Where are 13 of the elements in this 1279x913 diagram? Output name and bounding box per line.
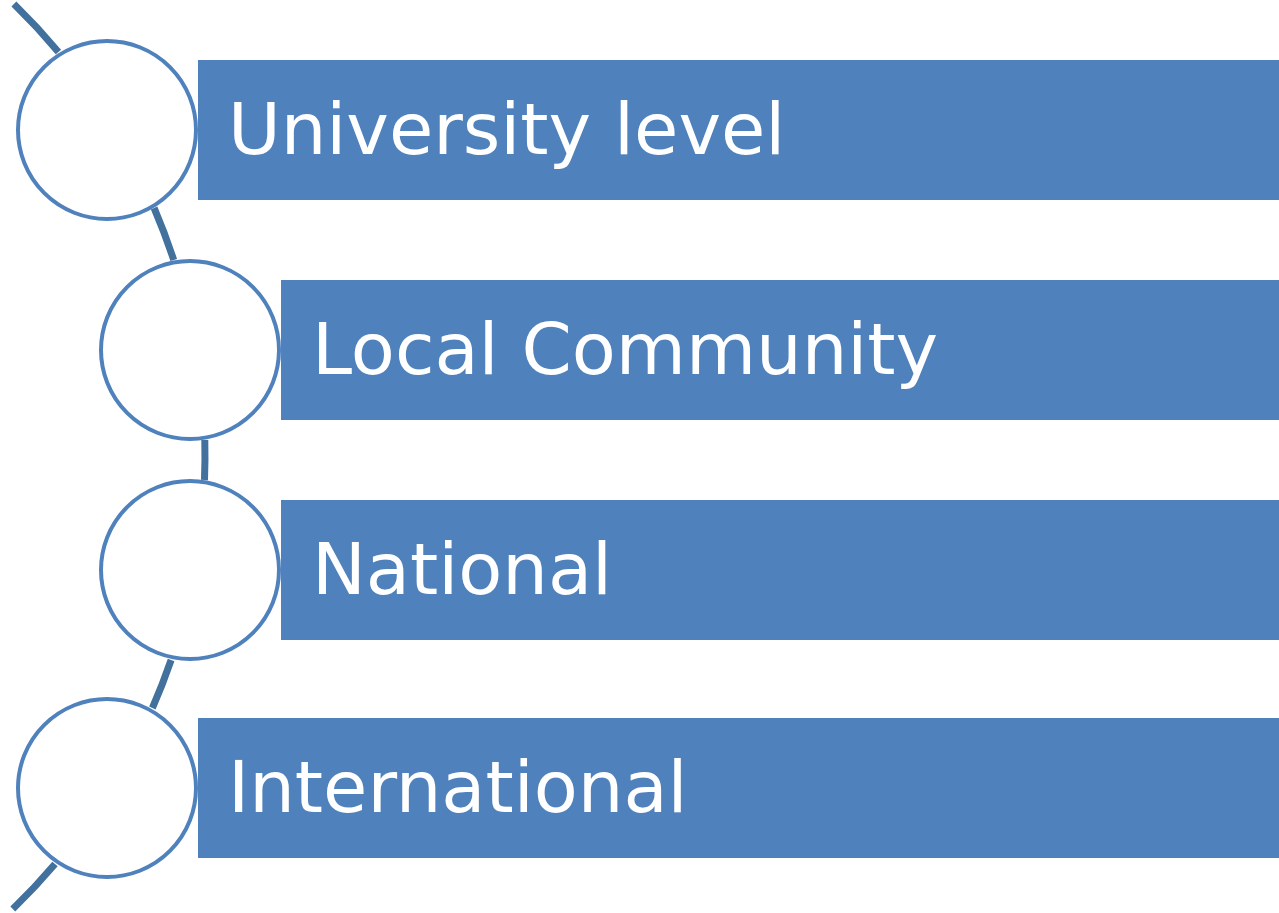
arc-connector (11, 1, 62, 55)
list-bar (198, 60, 1279, 200)
arc-connector (10, 861, 58, 912)
level-label: University level (228, 90, 786, 170)
arc-connector (150, 206, 177, 262)
list-bar (198, 718, 1279, 858)
arc-connector (149, 658, 175, 710)
list-bar (281, 280, 1279, 420)
level-label: Local Community (312, 310, 939, 390)
list-bar (281, 500, 1279, 640)
level-label: International (228, 748, 688, 828)
level-label: National (312, 530, 613, 610)
arc-connector (201, 439, 209, 481)
